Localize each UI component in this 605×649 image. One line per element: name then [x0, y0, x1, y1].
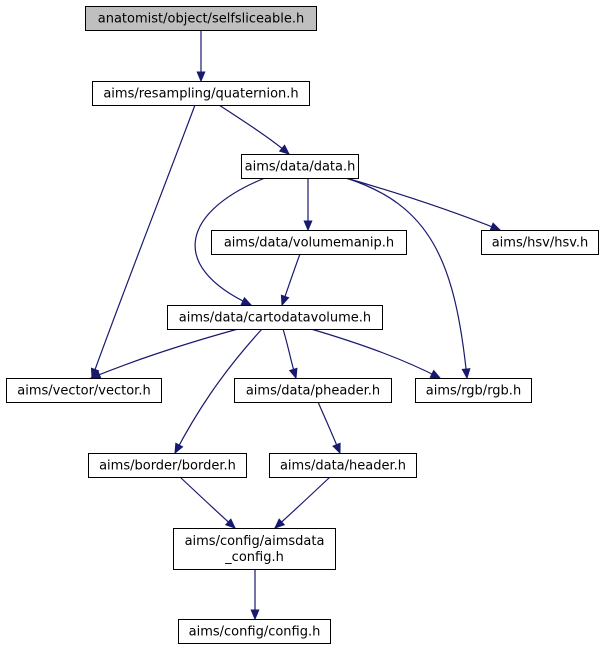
node-label: _config.h [224, 550, 284, 565]
edge-pheader-to-header [317, 401, 341, 455]
edge-cartodatavolume-to-border [174, 328, 263, 455]
node-pheader[interactable]: aims/data/pheader.h [234, 378, 392, 403]
node-cartodatavolume[interactable]: aims/data/cartodatavolume.h [167, 305, 383, 330]
edge-line [179, 476, 236, 529]
edge-line [310, 328, 441, 379]
node-selfsliceable: anatomist/object/selfsliceable.h [85, 6, 317, 31]
node-label: aims/config/aimsdata [185, 534, 325, 549]
node-hsv[interactable]: aims/hsv/hsv.h [481, 230, 599, 255]
edge-line [345, 177, 468, 379]
arrow-head [278, 144, 290, 155]
node-box[interactable] [241, 154, 359, 179]
node-box[interactable] [415, 378, 532, 403]
node-label: aims/data/pheader.h [246, 384, 380, 399]
node-box[interactable] [6, 378, 162, 403]
arrow-head [240, 296, 253, 306]
node-box [85, 6, 317, 31]
edge-border-to-aimsdata_config [179, 476, 236, 529]
node-box[interactable] [481, 230, 599, 255]
node-label: aims/data/volumemanip.h [224, 236, 394, 251]
arrow-head [274, 518, 286, 529]
node-label: aims/data/cartodatavolume.h [179, 311, 371, 326]
node-label: aims/data/data.h [245, 160, 356, 175]
node-box[interactable] [269, 453, 417, 478]
node-box[interactable] [167, 305, 383, 330]
arrow-head [280, 294, 290, 307]
edge-line [90, 328, 239, 379]
node-label: anatomist/object/selfsliceable.h [98, 12, 305, 27]
edge-data-to-cartodatavolume [194, 177, 266, 306]
node-layer: anatomist/object/selfsliceable.h aims/res… [6, 6, 599, 644]
node-box[interactable] [178, 619, 331, 644]
edge-cartodatavolume-to-vector [89, 328, 239, 379]
arrow-head [429, 369, 442, 379]
node-label: aims/resampling/quaternion.h [103, 87, 298, 102]
node-vector[interactable]: aims/vector/vector.h [6, 378, 162, 403]
node-data[interactable]: aims/data/data.h [241, 154, 359, 179]
node-header[interactable]: aims/data/header.h [269, 453, 417, 478]
edge-data-to-hsv [345, 177, 502, 231]
edge-cartodatavolume-to-pheader [282, 328, 298, 380]
node-label: aims/hsv/hsv.h [492, 236, 589, 251]
arrow-head [196, 71, 206, 83]
arrow-head [250, 609, 260, 621]
edge-quaternion-to-vector [90, 104, 196, 380]
node-box[interactable] [211, 230, 407, 255]
node-rgb[interactable]: aims/rgb/rgb.h [415, 378, 532, 403]
node-volumemanip[interactable]: aims/data/volumemanip.h [211, 230, 407, 255]
edge-line [91, 104, 196, 379]
node-box[interactable] [88, 453, 247, 478]
edge-selfsliceable-to-quaternion [196, 30, 206, 83]
edge-data-to-rgb [345, 177, 471, 380]
edge-header-to-aimsdata_config [274, 476, 331, 529]
arrow-head [288, 367, 298, 380]
arrow-head [461, 368, 471, 380]
arrow-head [224, 518, 236, 529]
node-aimsdata-config[interactable]: aims/config/aimsdata_config.h [173, 528, 336, 570]
edge-line [274, 476, 331, 529]
arrow-head [489, 222, 502, 231]
edge-layer [89, 30, 502, 621]
node-label: aims/data/header.h [280, 459, 406, 474]
node-border[interactable]: aims/border/border.h [88, 453, 247, 478]
node-box[interactable] [173, 528, 336, 570]
node-label: aims/border/border.h [99, 459, 236, 474]
edge-volumemanip-to-cartodatavolume [280, 253, 301, 307]
arrow-head [303, 220, 313, 232]
edge-aimsdata_config-to-config [250, 569, 260, 621]
node-label: aims/config/config.h [189, 625, 321, 640]
edge-line [218, 104, 290, 155]
node-quaternion[interactable]: aims/resampling/quaternion.h [92, 81, 310, 106]
edge-cartodatavolume-to-rgb [310, 328, 442, 379]
edge-line [174, 328, 263, 454]
edge-line [194, 177, 266, 306]
arrow-head [174, 442, 184, 455]
node-label: aims/vector/vector.h [17, 384, 150, 399]
node-config[interactable]: aims/config/config.h [178, 619, 331, 644]
arrow-head [332, 442, 341, 455]
edge-quaternion-to-data [218, 104, 290, 155]
edge-line [345, 177, 501, 231]
node-box[interactable] [234, 378, 392, 403]
node-box[interactable] [92, 81, 310, 106]
node-label: aims/rgb/rgb.h [426, 384, 521, 399]
edge-data-to-volumemanip [303, 178, 313, 232]
